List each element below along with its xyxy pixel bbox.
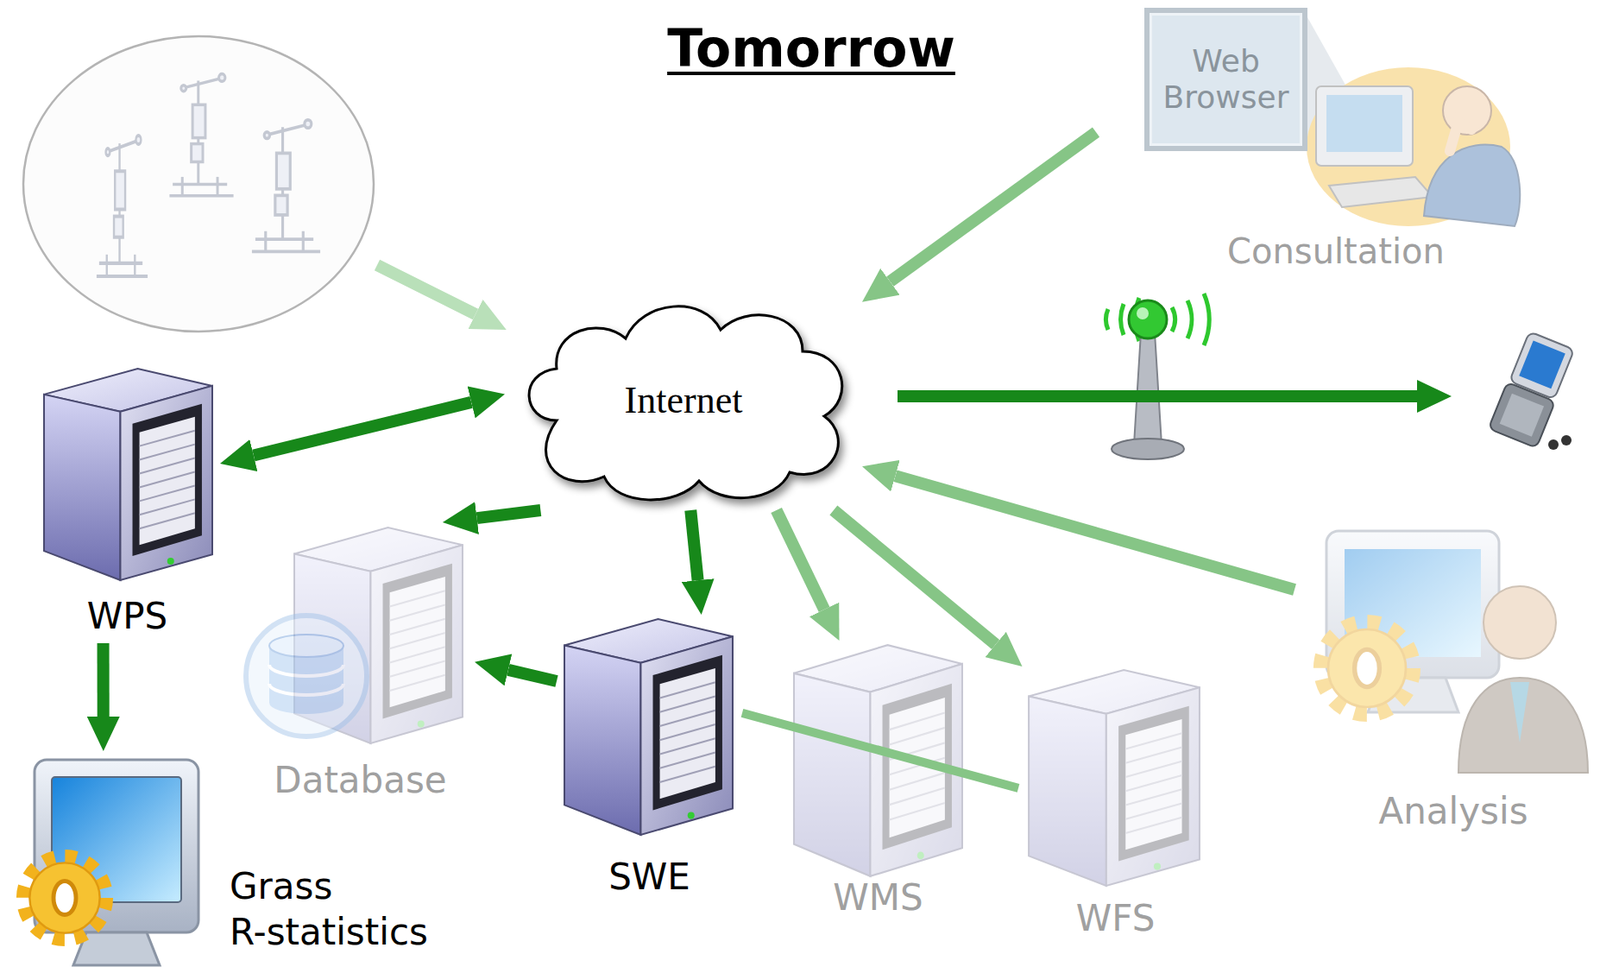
database-symbol: [269, 634, 344, 657]
antenna: [1133, 332, 1162, 445]
internet-cloud: Internet: [504, 290, 863, 511]
analysis-node: Analysis: [1294, 528, 1593, 835]
node-label: WPS: [34, 594, 221, 638]
connector-arrow: [690, 510, 698, 580]
swe-server: [564, 618, 733, 835]
connector-arrow: [253, 402, 472, 456]
node-label: Analysis: [1323, 789, 1583, 833]
diagram-title: Tomorrow: [552, 17, 1071, 80]
weather-stations: [96, 135, 148, 277]
earphones: [1561, 434, 1572, 446]
analysis-figure: [1322, 623, 1412, 713]
mobile-phone: [1518, 340, 1566, 389]
browser-box: Web Browser: [1144, 7, 1308, 152]
node-label: Consultation: [1206, 230, 1466, 272]
database-symbol: [245, 615, 367, 737]
wfs-server: [1028, 669, 1200, 886]
node-label: WMS: [781, 875, 976, 920]
weather-stations: [23, 36, 374, 332]
connector-arrow: [894, 475, 1295, 590]
node-label: WFS: [1018, 896, 1213, 940]
grass-node: Grass R-statistics: [4, 750, 488, 969]
consultation-figure: [1449, 120, 1472, 152]
wms-node: WMS: [781, 640, 976, 921]
connector-arrow: [742, 712, 1019, 788]
connector-arrow: [508, 669, 557, 681]
connector-arrow: [833, 510, 996, 644]
cloud-shape: [529, 306, 843, 500]
consultation-figure: [1329, 176, 1433, 208]
weather-stations: [23, 36, 374, 332]
database-symbol: [269, 664, 344, 695]
broadcast-arrow: [897, 390, 1418, 403]
consultation-figure: [1316, 86, 1413, 166]
wfs-node: WFS: [1018, 666, 1213, 943]
mobile-phone: [1499, 393, 1544, 437]
analysis-figure: [1483, 585, 1556, 659]
connector-arrow: [889, 132, 1097, 282]
mobile-phone: [1488, 330, 1576, 448]
earphones: [1548, 439, 1559, 450]
consultation-figure: [1306, 17, 1520, 227]
weather-stations: [169, 74, 234, 196]
antenna: [1105, 293, 1210, 460]
analysis-figure: [1510, 681, 1530, 743]
earphones: [1548, 434, 1572, 450]
title-text: Tomorrow: [667, 18, 956, 79]
wps-server: [44, 368, 213, 580]
swe-node: SWE: [556, 614, 743, 904]
connector-arrow: [776, 510, 825, 610]
grass-monitor: [24, 856, 106, 939]
node-label: Database: [245, 758, 475, 802]
mobile-phone: [1488, 382, 1556, 448]
analysis-figure: [1458, 677, 1588, 773]
wps-node: WPS: [34, 362, 221, 643]
antenna: [1136, 307, 1149, 320]
consultation-figure: [1423, 144, 1520, 227]
node-label: Grass R-statistics: [229, 862, 489, 955]
weather-stations: [251, 119, 321, 252]
connector-arrow: [97, 642, 110, 717]
antenna: [1171, 293, 1210, 346]
database-node: Database: [245, 522, 475, 807]
node-label: SWE: [556, 855, 743, 899]
consultation-figure: [1326, 94, 1403, 152]
data-arrow: [377, 264, 476, 315]
grass-monitor: [24, 759, 199, 965]
wms-server: [793, 644, 963, 876]
antenna: [1111, 438, 1185, 460]
analysis-figure: [1322, 530, 1588, 773]
connector-arrow: [477, 510, 542, 518]
node-label: Internet: [624, 377, 744, 423]
consultation-node: Web BrowserConsultation: [1096, 4, 1528, 277]
database-symbol: [245, 615, 367, 737]
node-label: Web Browser: [1156, 43, 1296, 116]
antenna: [1128, 300, 1167, 339]
